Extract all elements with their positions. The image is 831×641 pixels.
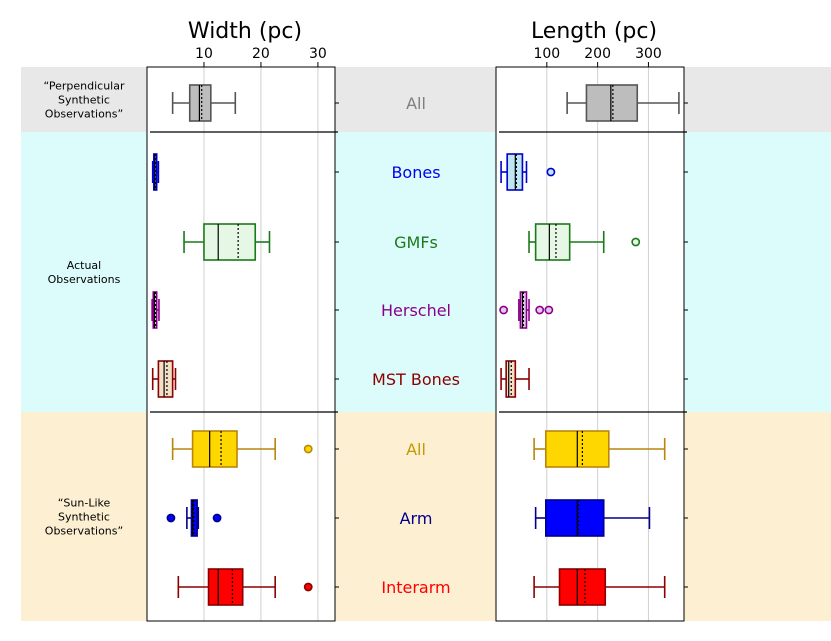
flier-point [546, 167, 556, 177]
flier-point [631, 237, 641, 247]
box [207, 568, 244, 606]
length-panel-title: Length (pc) [531, 19, 657, 44]
length-boxplot-bones [500, 153, 556, 191]
length-boxplot-all [533, 430, 666, 468]
width-boxplot-interarm [177, 568, 313, 606]
width-boxplot-mst-bones [151, 360, 177, 398]
length-tick-label: 300 [635, 46, 662, 62]
length-boxplot-interarm [533, 568, 666, 606]
box [188, 84, 212, 122]
width-panel-title: Width (pc) [188, 19, 302, 44]
category-label: Herschel [381, 301, 451, 320]
category-label: All [406, 440, 426, 459]
width-boxplot-herschel [151, 291, 160, 329]
length-boxplot-all [566, 84, 680, 122]
box [534, 223, 571, 261]
length-frame [495, 66, 685, 622]
length-tick-label: 100 [533, 46, 560, 62]
category-label: Arm [400, 509, 433, 528]
flier-point [303, 582, 313, 592]
width-boxplot-bones [151, 153, 160, 191]
category-label: GMFs [394, 233, 438, 252]
length-boxplot-mst-bones [500, 360, 530, 398]
length-plot-area [496, 67, 684, 621]
category-label: Bones [391, 163, 440, 182]
flier-point [544, 305, 554, 315]
flier-point [212, 513, 222, 523]
flier-point [166, 513, 176, 523]
length-boxplot-herschel [499, 291, 554, 329]
flier-point [303, 444, 313, 454]
width-tick-label: 20 [252, 46, 270, 62]
width-boxplot-all [171, 84, 237, 122]
flier-point [499, 305, 509, 315]
length-tick-label: 200 [584, 46, 611, 62]
box [157, 360, 174, 398]
group-backgrounds [21, 67, 831, 621]
width-tick-label: 10 [195, 46, 213, 62]
width-frame [146, 66, 336, 622]
box [544, 499, 605, 537]
width-boxplot-all [171, 430, 313, 468]
width-boxplot-arm [166, 499, 222, 537]
flier-point [535, 305, 545, 315]
group-band [21, 67, 831, 132]
category-label: All [406, 94, 426, 113]
box [191, 430, 238, 468]
width-boxplot-gmfs [183, 223, 271, 261]
category-label: Interarm [381, 578, 450, 597]
box [558, 568, 607, 606]
box [585, 84, 639, 122]
width-tick-label: 30 [309, 46, 327, 62]
panels: 10 20 30 Width (pc) 100 200 300 Length (pc) [146, 19, 688, 622]
width-plot-area [147, 67, 335, 621]
box [203, 223, 257, 261]
boxplots [151, 84, 680, 606]
length-boxplot-gmfs [528, 223, 641, 261]
category-label: MST Bones [372, 370, 460, 389]
length-boxplot-arm [534, 499, 651, 537]
